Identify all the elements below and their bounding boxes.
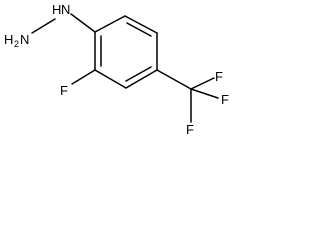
atom-nh-n: N bbox=[61, 2, 70, 17]
atom-cf3-f-right: F bbox=[221, 92, 229, 107]
bond-c6-c5 bbox=[124, 15, 158, 34]
molecule-drawing: H N H 2 N F F F F bbox=[4, 2, 229, 137]
bond-n-c1 bbox=[70, 13, 96, 33]
atom-fluoro: F bbox=[60, 83, 68, 98]
bond-n-n bbox=[31, 18, 56, 34]
atom-nh2-subscript: 2 bbox=[14, 39, 19, 49]
atom-cf3-f-bottom: F bbox=[186, 122, 194, 137]
double-bond-c4-c3 bbox=[125, 66, 152, 82]
structure-diagram: H N H 2 N F F F F bbox=[0, 0, 238, 148]
bond-c3-c2 bbox=[94, 69, 127, 89]
bond-c2-f bbox=[71, 69, 96, 85]
atom-cf3-f-top: F bbox=[215, 69, 223, 84]
double-bond-c6-c5 bbox=[126, 22, 152, 37]
atom-nh2-h: H bbox=[4, 32, 13, 47]
atom-nh2-n: N bbox=[20, 32, 29, 47]
bond-c4-cf3 bbox=[156, 69, 192, 90]
bond-cf3-f-right bbox=[190, 88, 219, 99]
bond-c4-c3 bbox=[125, 69, 158, 89]
bond-cf3-f-top bbox=[190, 77, 215, 90]
atom-nh-h: H bbox=[52, 2, 61, 17]
bond-c1-c6 bbox=[94, 15, 126, 33]
